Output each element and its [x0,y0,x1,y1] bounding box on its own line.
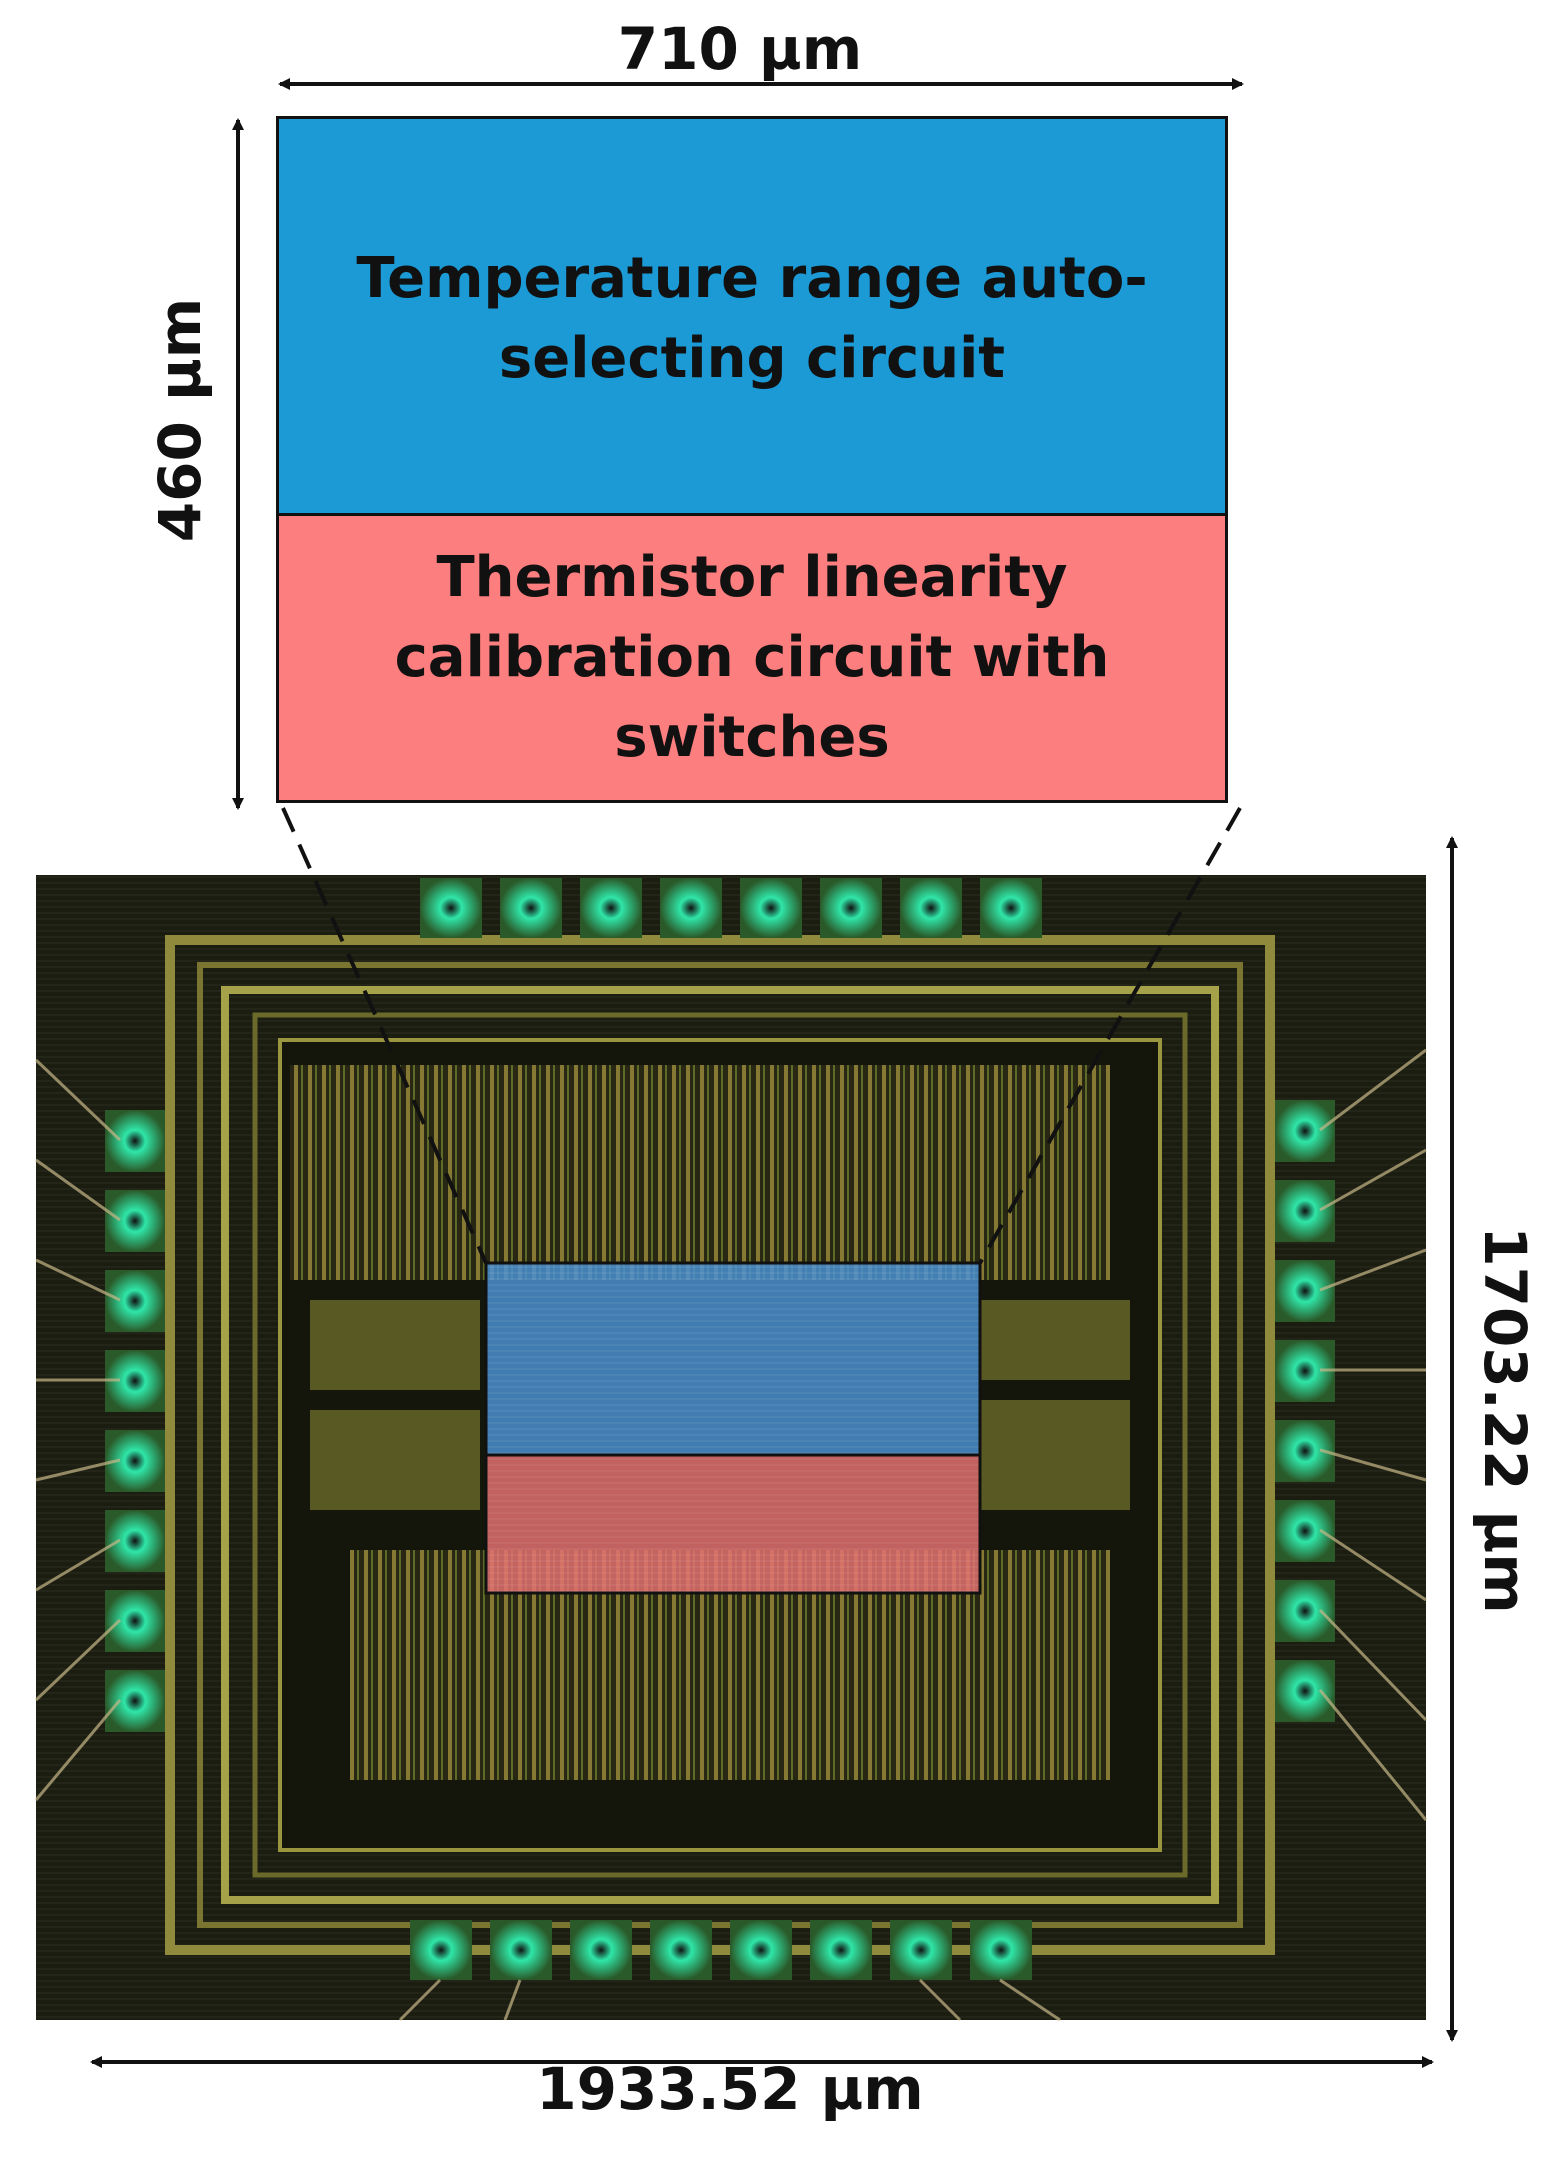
projection-line-left [281,807,488,1264]
temperature-range-label: Temperature range auto-selecting circuit [356,246,1148,391]
bottom-dimension-label: 1933.52 µm [536,2055,924,2123]
top-dimension-label: 710 µm [617,15,863,83]
thermistor-calibration-label: Thermistor linearity calibration circuit… [394,545,1110,770]
left-dimension-label: 460 µm [146,297,214,543]
right-dimension-label: 1703.22 µm [1471,1226,1539,1614]
die-photo [34,875,1428,2022]
projection-line-right [978,807,1242,1264]
temperature-range-block: Temperature range auto-selecting circuit [276,116,1228,516]
thermistor-calibration-block: Thermistor linearity calibration circuit… [276,513,1228,803]
